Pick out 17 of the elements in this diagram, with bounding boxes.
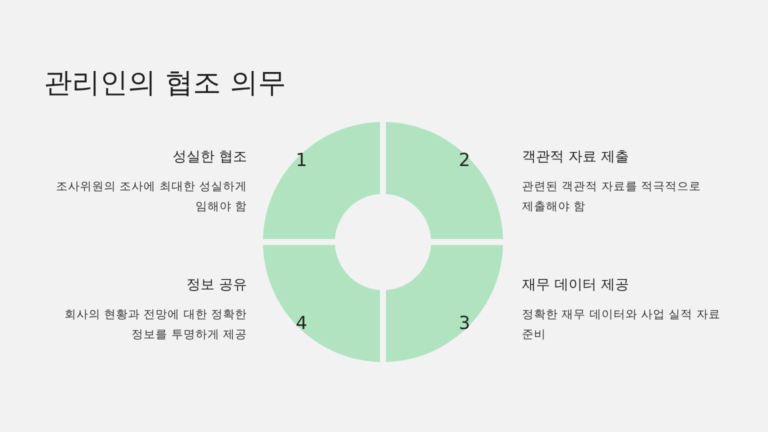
item-heading: 객관적 자료 제출 — [522, 148, 629, 166]
segment-number: 2 — [458, 150, 470, 171]
item-heading: 재무 데이터 제공 — [522, 276, 629, 294]
segment-number: 4 — [296, 313, 308, 334]
ring-segment — [386, 122, 503, 239]
ring-segment — [263, 122, 380, 239]
item-description: 관련된 객관적 자료를 적극적으로 제출해야 함 — [522, 178, 702, 215]
item-description: 회사의 현황과 전망에 대한 정확한 정보를 투명하게 제공 — [63, 306, 247, 343]
item-heading: 성실한 협조 — [172, 148, 247, 166]
item-description: 조사위원의 조사에 최대한 성실하게 임해야 함 — [55, 178, 247, 215]
segment-number: 1 — [296, 150, 308, 171]
title: 관리인의 협조 의무 — [44, 65, 286, 101]
item-heading: 정보 공유 — [186, 276, 247, 294]
segment-number: 3 — [458, 313, 470, 334]
item-description: 정확한 재무 데이터와 사업 실적 자료 준비 — [522, 306, 722, 343]
ring-segment — [263, 245, 380, 362]
ring-segment — [386, 245, 503, 362]
